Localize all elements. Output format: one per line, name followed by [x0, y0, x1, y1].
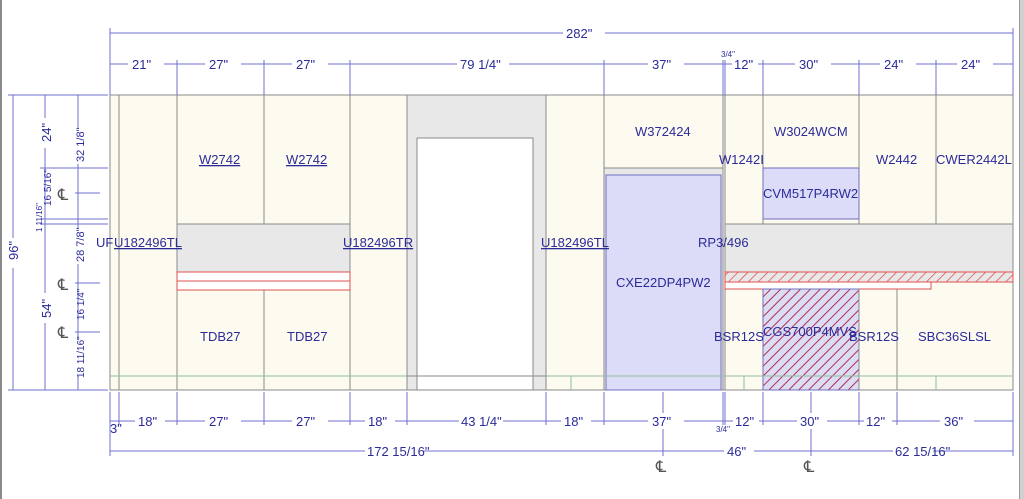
label-fridge: CXE22DP4PW2: [616, 275, 711, 290]
dim-top-4: 37": [652, 57, 671, 72]
cabinet-labels: UF U182496TL W2742 W2742 U182496TR U1824…: [96, 124, 1012, 344]
window-frame-left: [0, 0, 2, 499]
dim-bottom-3: 27": [296, 414, 315, 429]
dim-top-5: 3/4": [721, 50, 735, 59]
dim-left-base: 54": [39, 299, 54, 318]
label-tall-right[interactable]: U182496TR: [343, 235, 413, 250]
dim-left-upper: 24": [39, 123, 54, 142]
dim-bottom-1: 18": [138, 414, 157, 429]
dim-top-0: 21": [132, 57, 151, 72]
label-bsr-right: BSR12S: [849, 329, 899, 344]
centerline-icon: ℄: [57, 275, 69, 294]
dim-bottom-9: 12": [735, 414, 754, 429]
dim-total-right: 62 15/16": [895, 444, 951, 459]
label-rp: RP3/496: [698, 235, 749, 250]
centerline-icon: ℄: [803, 457, 815, 476]
label-range: CGS700P4MVS: [763, 324, 857, 339]
dim-total-mid: 46": [727, 444, 746, 459]
dim-bottom-12: 36": [944, 414, 963, 429]
dim-left-total: 96": [6, 241, 21, 260]
centerline-icon: ℄: [57, 185, 69, 204]
dim-top-9: 24": [961, 57, 980, 72]
dim-left-cl-upper: 16 5/16": [43, 169, 54, 206]
dim-top-8: 24": [884, 57, 903, 72]
centerline-icon: ℄: [655, 457, 667, 476]
dim-top-1: 27": [209, 57, 228, 72]
cabinet-run: [109, 94, 1014, 391]
dim-total-left: 172 15/16": [367, 444, 430, 459]
dim-left-mid: 28 7/8": [75, 227, 87, 262]
label-wall-cabinet-2[interactable]: W2742: [286, 152, 327, 167]
label-base-2: TDB27: [287, 329, 327, 344]
dim-top-6: 12": [734, 57, 753, 72]
dim-bottom-2: 27": [209, 414, 228, 429]
left-dimensions: [8, 94, 108, 391]
dim-bottom-0: 3": [110, 421, 122, 436]
label-tall-left-2[interactable]: U182496TL: [541, 235, 609, 250]
dim-bottom-10: 30": [800, 414, 819, 429]
dim-top-2: 27": [296, 57, 315, 72]
label-sink-base: SBC36SLSL: [918, 329, 991, 344]
dim-left-upper-detail: 32 1/8": [75, 127, 87, 162]
dim-bottom-11: 12": [866, 414, 885, 429]
dim-bottom-7: 37": [652, 414, 671, 429]
dim-overall-width: 282": [566, 26, 593, 41]
centerline-icon: ℄: [57, 323, 69, 342]
dim-top-7: 30": [799, 57, 818, 72]
label-tall-left[interactable]: U182496TL: [114, 235, 182, 250]
label-bsr-left: BSR12S: [714, 329, 764, 344]
label-wall-cabinet-1[interactable]: W2742: [199, 152, 240, 167]
label-corner-wall: CWER2442L: [936, 152, 1012, 167]
label-wall-micro: W3024WCM: [774, 124, 848, 139]
label-wall-fridge: W372424: [635, 124, 691, 139]
dim-bottom-8: 3/4": [716, 425, 730, 434]
dim-bottom-5: 43 1/4": [461, 414, 502, 429]
dim-bottom-6: 18": [564, 414, 583, 429]
label-wall-24: W2442: [876, 152, 917, 167]
label-wall-12: W1242I: [719, 152, 764, 167]
dim-left-bottom: 18 11/16": [76, 336, 87, 378]
label-base-1: TDB27: [200, 329, 240, 344]
dim-left-small-gap: 1 11/16": [35, 203, 44, 232]
top-dimensions: [109, 28, 1014, 95]
label-microwave: CVM517P4RW2: [763, 186, 858, 201]
dim-left-cl-lower: 16 1/4": [76, 288, 87, 320]
dim-bottom-4: 18": [368, 414, 387, 429]
window-frame-right: [1019, 0, 1024, 499]
dim-top-3: 79 1/4": [460, 57, 501, 72]
label-uf: UF: [96, 235, 113, 250]
